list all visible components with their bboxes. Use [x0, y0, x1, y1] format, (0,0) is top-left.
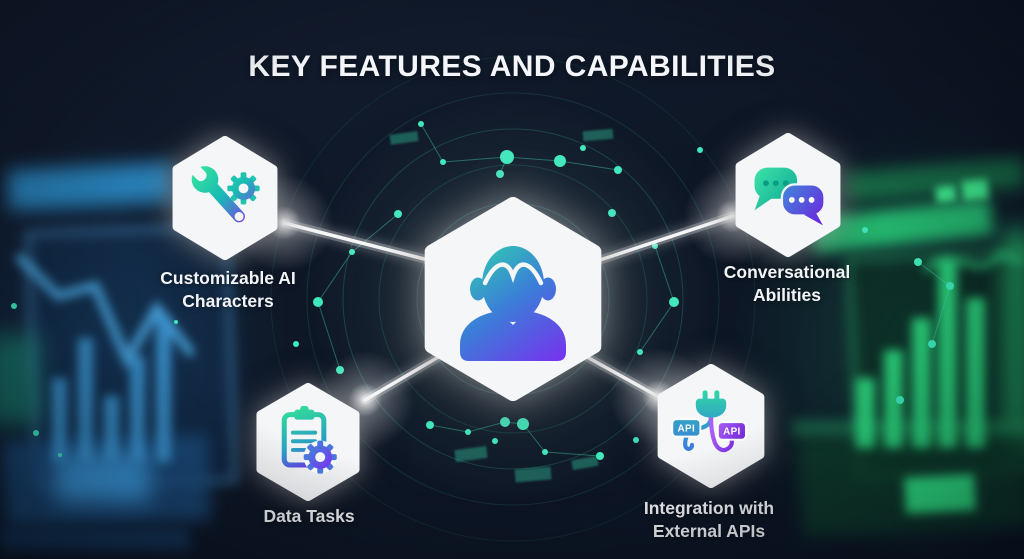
chat-bubbles-icon	[754, 167, 826, 226]
feature-node-data-tasks	[252, 383, 364, 501]
page-title: KEY FEATURES AND CAPABILITIES	[248, 50, 776, 83]
feature-label-customizable-ai: Customizable AI Characters	[160, 268, 296, 312]
wrench-gear-icon	[188, 162, 260, 223]
person-avatar-icon	[460, 246, 566, 361]
feature-node-customizable-ai	[168, 136, 282, 260]
api-badge-right-text: API	[723, 427, 741, 438]
feature-label-data-tasks: Data Tasks	[263, 506, 355, 526]
api-plug-icon: API API	[671, 390, 747, 453]
clipboard-gear-icon	[281, 406, 337, 474]
feature-label-integration-apis: Integration with External APIs	[643, 498, 775, 542]
feature-label-conversational: Conversational Abilities	[723, 262, 851, 306]
feature-node-conversational	[731, 133, 845, 257]
center-node	[417, 197, 609, 401]
api-badge-left-text: API	[678, 424, 696, 435]
feature-node-integration-apis: API API	[653, 364, 769, 488]
